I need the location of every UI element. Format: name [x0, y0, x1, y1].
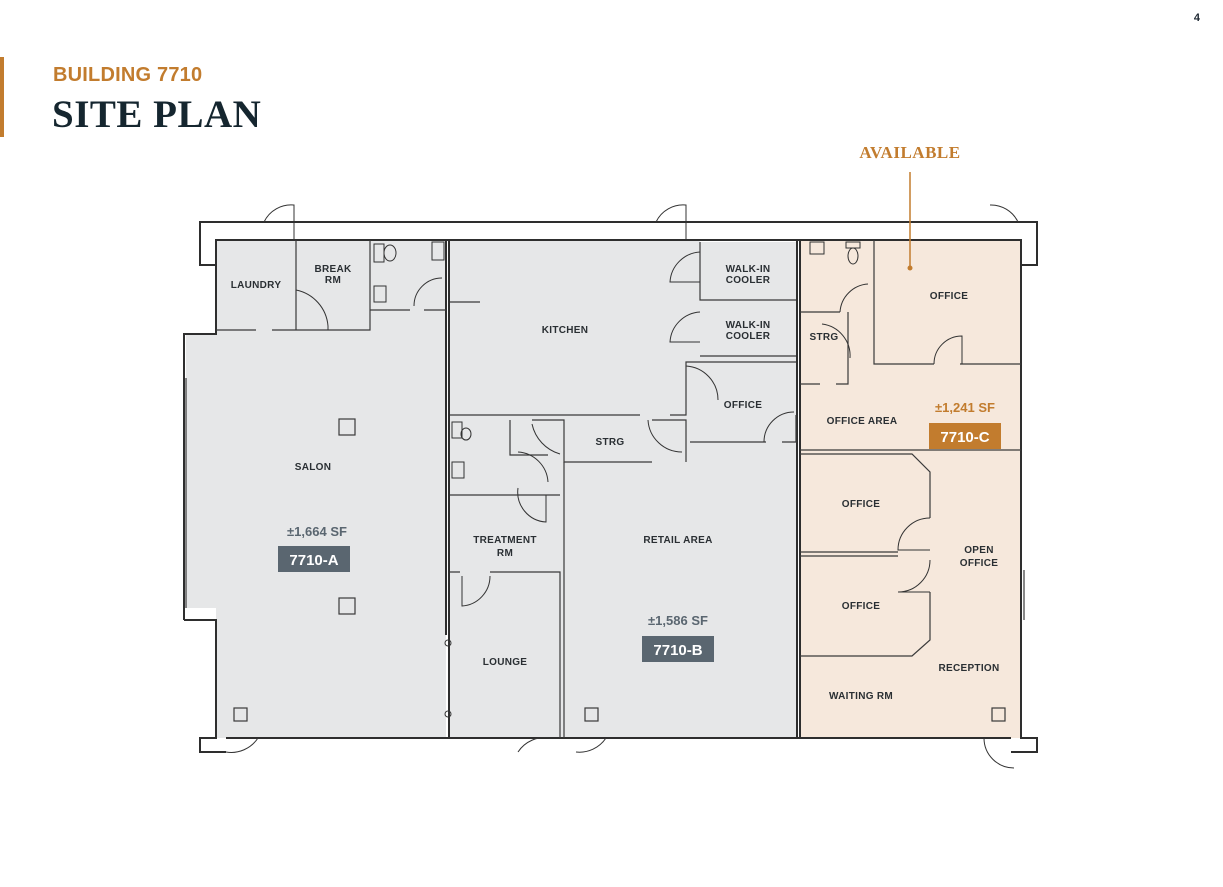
room-treatment-line1: TREATMENT — [473, 535, 537, 546]
room-open-office-line2: OFFICE — [960, 558, 998, 569]
demising-walls — [445, 240, 801, 738]
room-kitchen: KITCHEN — [542, 325, 589, 336]
accent-bar — [0, 57, 4, 137]
room-office-c-1: OFFICE — [842, 499, 880, 510]
unit-a-fill — [186, 240, 446, 738]
unit-b-id: 7710-B — [653, 642, 702, 659]
room-open-office-line1: OPEN — [964, 545, 994, 556]
unit-c-interior — [800, 172, 1021, 769]
page-number: 4 — [1193, 12, 1200, 24]
room-walk-in-2-line2: COOLER — [726, 331, 771, 342]
unit-a-interior — [216, 204, 551, 753]
room-break-rm-line1: BREAK — [314, 264, 352, 275]
room-lounge: LOUNGE — [483, 657, 528, 668]
room-walk-in-1-line1: WALK-IN — [726, 264, 771, 275]
unit-b-interior — [450, 204, 797, 753]
outer-walls — [183, 221, 1038, 753]
unit-b-badge — [642, 636, 714, 662]
unit-a-sf: ±1,664 SF — [287, 524, 347, 539]
unit-a-id: 7710-A — [289, 552, 338, 569]
unit-b-sf: ±1,586 SF — [648, 613, 708, 628]
room-office-area: OFFICE AREA — [827, 416, 898, 427]
room-walk-in-1-line2: COOLER — [726, 275, 771, 286]
room-strg-b: STRG — [596, 437, 625, 448]
building-subtitle: BUILDING 7710 — [53, 64, 203, 86]
room-waiting-rm: WAITING RM — [829, 691, 893, 702]
room-office-c-2: OFFICE — [842, 601, 880, 612]
unit-fills — [186, 240, 1021, 738]
unit-c-id: 7710-C — [940, 429, 989, 446]
room-walk-in-2-line1: WALK-IN — [726, 320, 771, 331]
room-reception: RECEPTION — [938, 663, 999, 674]
unit-c-sf: ±1,241 SF — [935, 400, 995, 415]
available-label: AVAILABLE — [859, 143, 960, 162]
unit-a-left-fill — [186, 334, 226, 608]
room-salon: SALON — [295, 462, 332, 473]
unit-a-badge — [278, 546, 350, 572]
room-office-c-top: OFFICE — [930, 291, 968, 302]
unit-c-badge — [929, 423, 1001, 449]
room-strg-c: STRG — [810, 332, 839, 343]
room-laundry: LAUNDRY — [231, 280, 282, 291]
room-office-b: OFFICE — [724, 400, 762, 411]
room-treatment-line2: RM — [497, 548, 513, 559]
unit-b-fill — [450, 240, 796, 738]
room-break-rm-line2: RM — [325, 275, 341, 286]
room-retail-area: RETAIL AREA — [643, 535, 712, 546]
page-title: SITE PLAN — [52, 93, 262, 136]
